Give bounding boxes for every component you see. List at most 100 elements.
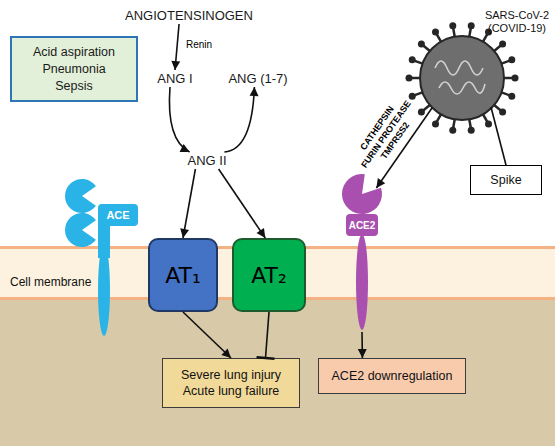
membrane-fill [0,246,555,300]
membrane-edge [0,246,555,249]
outcome-text: Acute lung failure [183,383,280,399]
text-group: ANG I [150,70,200,87]
text-group: ACE2 downregulation [319,359,465,393]
receptor-head [342,174,382,214]
text-group: Acid aspirationPneumoniaSepsis [12,38,136,100]
connector [169,87,189,152]
text-group: ANGIOTENSINOGEN [118,6,260,24]
text-group: Cell membrane [10,275,130,289]
text-group: Spike [471,166,541,194]
enzyme-name: ACE [106,209,129,221]
spike-protein [468,22,475,29]
molecule-label: ANGIOTENSINOGEN [118,6,260,24]
condition-text: Acid aspiration [33,44,115,61]
connector [358,332,367,358]
spike-text: Spike [490,173,521,187]
receptor-box: AT₁ [148,238,218,312]
connector-line [183,169,195,238]
connector-line [175,24,179,70]
ace2-illustration [338,172,386,332]
spike-protein [409,93,416,100]
membrane-edge [0,297,555,300]
virus-particle: SARS-CoV-2 (COVID-19) [405,6,555,128]
outcome-box: ACE2 downregulation [318,358,466,394]
arrow-head [180,228,189,238]
molecule-name: ANG (1-7) [228,71,287,86]
text-group: ACE [98,204,138,226]
connector-line [219,169,266,238]
enzyme-stem [98,244,110,336]
text-group: SARS-CoV-2 (COVID-19) [481,9,553,35]
connector [257,312,275,359]
connector [171,24,180,70]
connector-line [183,312,231,358]
ace2-receptor: ACE2 [338,172,386,332]
molecule-label: ANG (1-7) [222,70,294,87]
receptor-name: AT₁ [165,263,201,288]
condition-box: Acid aspirationPneumoniaSepsis [10,36,138,102]
spike-protein [449,22,456,29]
arrow-head [376,178,385,188]
outcome-text: Severe lung injury [181,367,281,383]
condition-text: Pneumonia [42,61,105,78]
outcome-box: Severe lung injuryAcute lung failure [162,358,300,408]
inhibition-bar [257,357,275,358]
molecule-name: ANGIOTENSINOGEN [125,8,253,23]
spike-protein [432,29,439,36]
condition-text: Sepsis [55,78,93,95]
connector [219,169,266,238]
arrow-head [250,87,259,96]
enzyme-head [65,179,96,213]
receptor-stem [356,234,368,330]
edge-label: Renin [179,39,219,51]
virus-envelope [420,36,504,120]
connector-line [266,312,270,358]
connector [183,312,231,358]
enzyme-name: ACE2 [349,220,376,231]
connector-line [361,332,363,358]
text-group: AT₁ [150,240,216,310]
text-group: ANG II [178,152,236,169]
receptor-body [346,214,378,236]
spike-protein [418,109,425,116]
arrow-head [358,349,367,358]
spike-protein [499,40,506,47]
spike-protein [406,75,413,82]
molecule-label: ANG II [178,152,236,169]
text-group: AT₂ [234,240,304,310]
ace-illustration [60,178,140,338]
text-group: ACE2 [346,214,378,236]
connector-line [491,107,506,165]
text-group: ANG (1-7) [222,70,294,87]
spike-protein [512,75,519,82]
connector [224,87,258,152]
spike-protein [449,127,456,134]
spike-protein [508,56,515,63]
outcome-text: ACE2 downregulation [332,369,453,383]
text-group: Severe lung injuryAcute lung failure [163,359,299,407]
viral-rna [439,82,485,94]
ace-enzyme: ACE [60,178,140,338]
spike-protein [508,93,515,100]
enzyme-body [98,204,138,226]
receptor-name: AT₂ [251,263,287,288]
connector-line [224,87,254,152]
spike-protein [418,40,425,47]
membrane-label: Cell membrane [10,275,130,289]
enzyme-head [65,213,96,247]
molecule-name: ANG I [157,71,192,86]
arrow-head [171,61,180,70]
connector-line [169,87,189,152]
edge-label: CATHEPSIN FURIN PROTEASE TMPRSS2 [350,92,423,177]
spike-protein [409,56,416,63]
arrow-head [221,349,231,358]
viral-rna [435,61,483,75]
molecule-name: ANG II [187,153,226,168]
spike-protein [499,109,506,116]
virus-name: SARS-CoV-2 (COVID-19) [481,9,553,35]
cytoplasm-area [0,300,555,446]
connector [491,107,506,165]
spike-box: Spike [470,165,542,195]
connector [180,169,195,238]
